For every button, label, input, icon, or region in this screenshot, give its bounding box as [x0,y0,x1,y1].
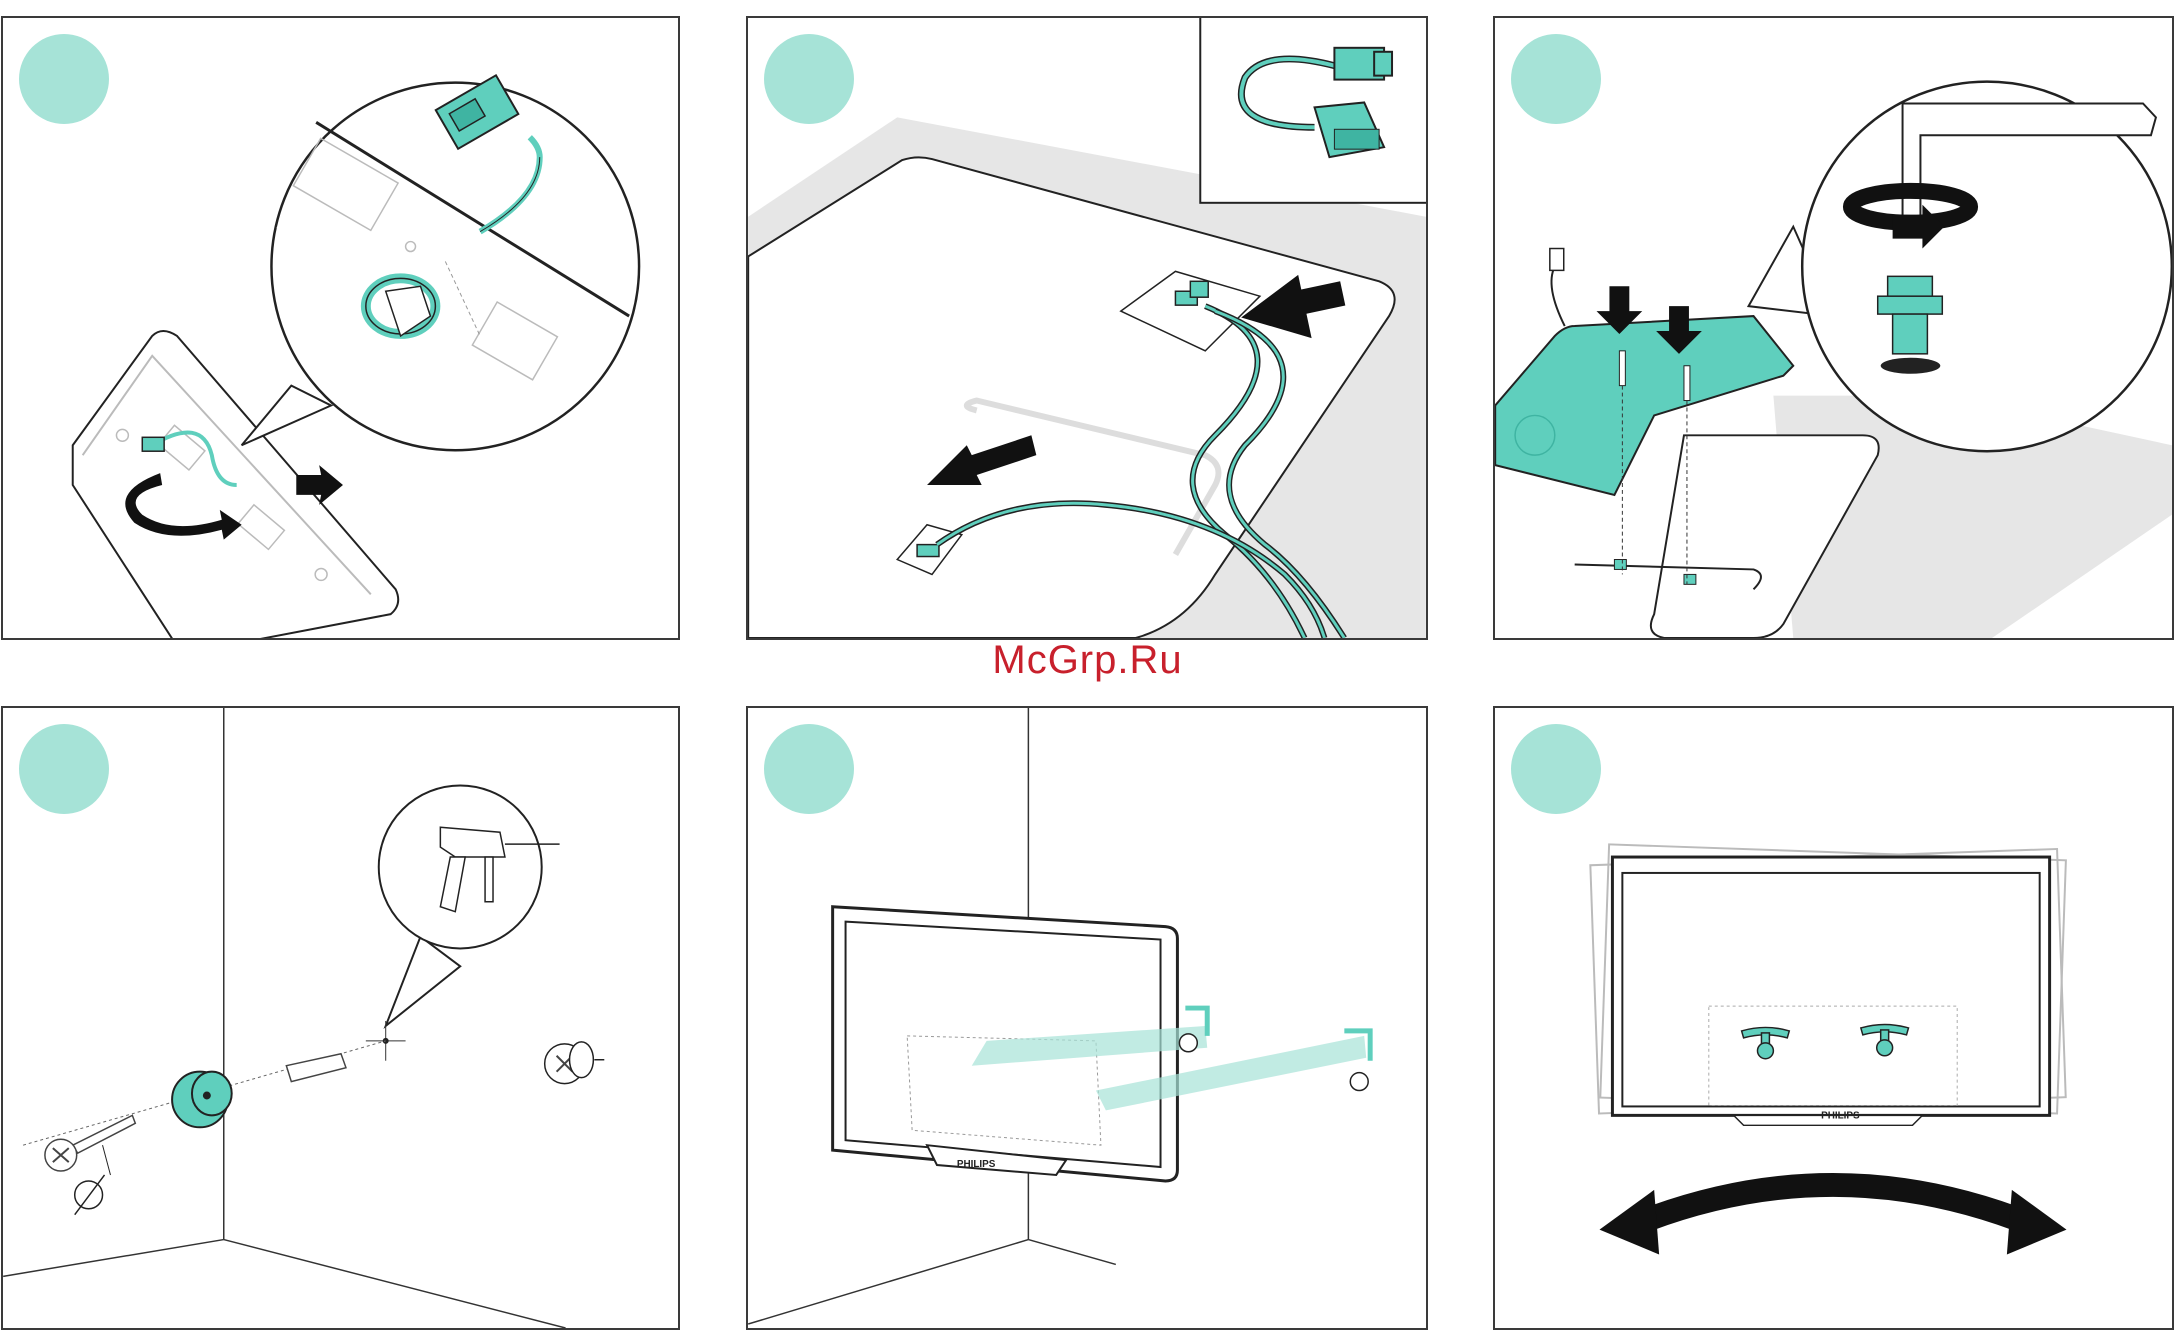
step-5-panel: PHILIPS [746,706,1428,1330]
step-3-panel [1493,16,2174,640]
step-3-number-badge [1511,34,1601,124]
step-2-illustration [748,18,1426,638]
tv-brand-label-6: PHILIPS [1821,1110,1860,1121]
watermark-text: McGrp.Ru [0,638,2175,683]
step-1-panel [1,16,680,640]
step-6-number-badge [1511,724,1601,814]
step-5-number-badge [764,724,854,814]
step-1-number-badge [19,34,109,124]
step-4-illustration [3,708,678,1328]
step-4-panel [1,706,680,1330]
tv-brand-label: PHILIPS [957,1159,996,1170]
step-3-illustration [1495,18,2172,638]
step-6-panel: PHILIPS [1493,706,2174,1330]
step-2-panel [746,16,1428,640]
step-1-illustration [3,18,678,638]
step-2-number-badge [764,34,854,124]
step-4-number-badge [19,724,109,814]
step-6-illustration: PHILIPS [1495,708,2172,1328]
step-5-illustration: PHILIPS [748,708,1426,1328]
